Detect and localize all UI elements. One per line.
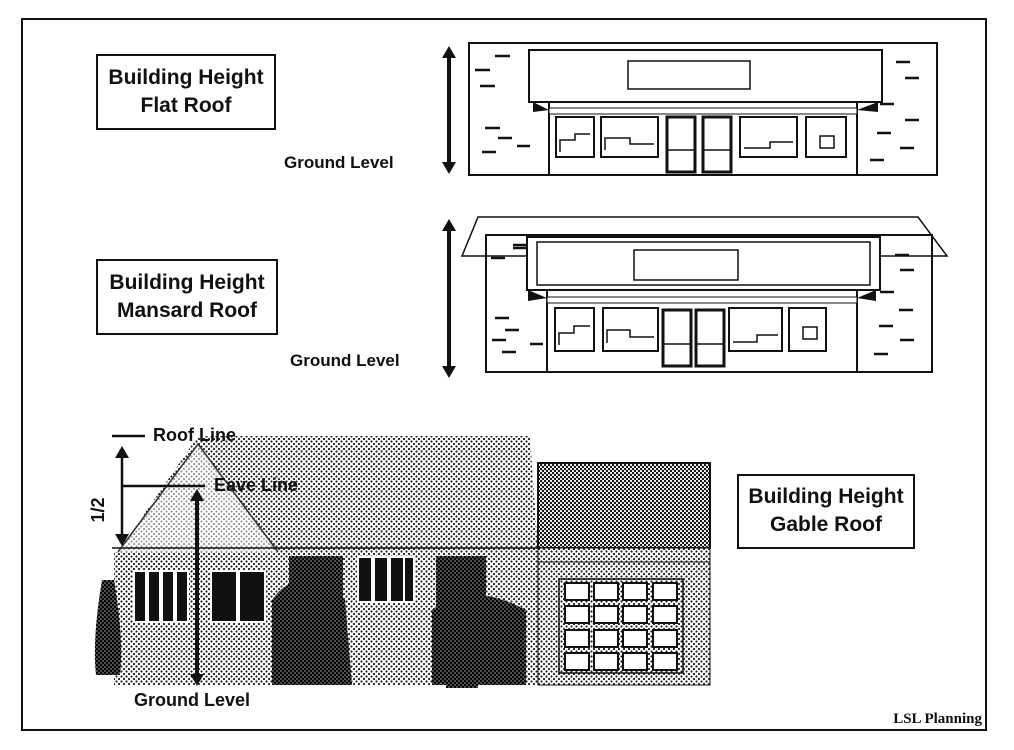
gable-roof-section: Building Height Gable Roof [88, 425, 915, 710]
gable-roof-line-label: Roof Line [153, 425, 236, 445]
outer-frame [21, 18, 987, 731]
flat-roof-section: Building Height Flat Roof Ground Level [96, 42, 938, 176]
mansard-roof-ground-label: Ground Level [290, 351, 400, 370]
gable-roof-title-line2: Gable Roof [770, 513, 883, 536]
flat-roof-ground-label: Ground Level [284, 153, 394, 172]
gable-ground-label: Ground Level [134, 690, 250, 710]
mansard-roof-section: Building Height Mansard Roof Ground Leve… [96, 216, 949, 378]
gable-house-illustration [94, 436, 711, 688]
flat-roof-title-line2: Flat Roof [141, 94, 233, 117]
mansard-roof-label-box [96, 259, 278, 335]
credit-label: LSL Planning [893, 711, 982, 727]
gable-roof-title-line1: Building Height [748, 485, 903, 508]
flat-roof-title-line1: Building Height [108, 66, 263, 89]
gable-half-label: 1/2 [88, 497, 108, 522]
flat-roof-label-box [96, 54, 276, 130]
mansard-roof-title-line1: Building Height [109, 271, 264, 294]
gable-eave-line-label: Eave Line [214, 475, 298, 495]
gable-roof-label-box [737, 474, 915, 549]
mansard-roof-title-line2: Mansard Roof [117, 299, 258, 322]
